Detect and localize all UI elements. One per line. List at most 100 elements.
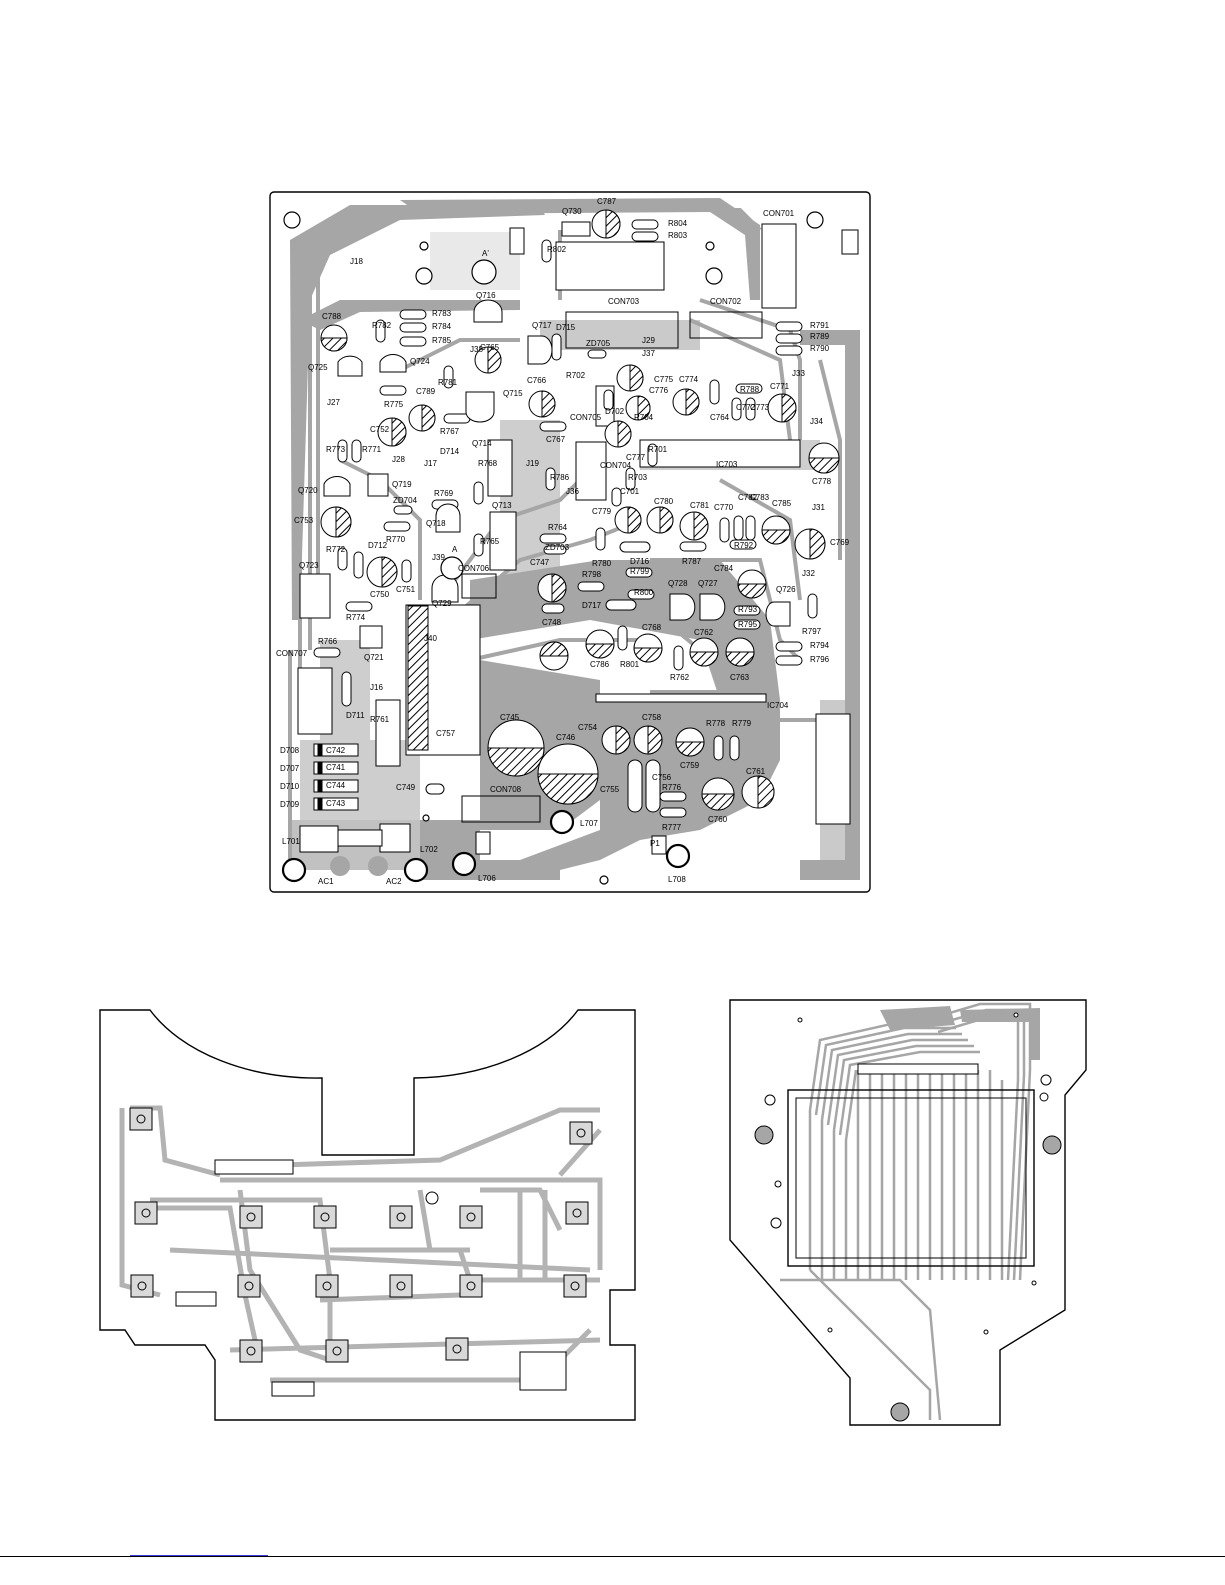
component-label: R795 (738, 620, 758, 629)
component-label: R804 (668, 219, 688, 228)
component-labels: Q730C787R804R803CON701R802J18A'Q716CON70… (276, 197, 850, 886)
component-label: C748 (542, 618, 562, 627)
component-label: R798 (582, 570, 602, 579)
component-label: C764 (710, 413, 730, 422)
component-label: R762 (670, 673, 690, 682)
transistor-symbols (323, 221, 791, 649)
component-label: C779 (592, 507, 612, 516)
component-label: C765 (480, 343, 500, 352)
component-label: Q717 (532, 321, 552, 330)
component-label: R774 (346, 613, 366, 622)
component-label: R704 (634, 413, 654, 422)
component-label: R787 (682, 557, 702, 566)
component-label: Q715 (503, 389, 523, 398)
component-label: R796 (810, 655, 830, 664)
component-label: C742 (326, 746, 346, 755)
component-label: R789 (810, 332, 830, 341)
component-label: C759 (680, 761, 700, 770)
component-label: R790 (810, 344, 830, 353)
component-label: R785 (432, 336, 452, 345)
component-label: C777 (626, 453, 646, 462)
component-label: C755 (600, 785, 620, 794)
component-label: C751 (396, 585, 416, 594)
component-label: D711 (346, 711, 365, 720)
component-label: C782 (738, 493, 758, 502)
component-label: R797 (802, 627, 822, 636)
component-label: J38 (470, 345, 483, 354)
component-label: C768 (642, 623, 662, 632)
component-label: R800 (634, 588, 654, 597)
component-label: C766 (527, 376, 547, 385)
component-label: R767 (440, 427, 460, 436)
component-label: ZD704 (393, 496, 418, 505)
component-label: AC2 (386, 877, 402, 886)
component-label: C780 (654, 497, 674, 506)
component-label: Q718 (426, 519, 446, 528)
component-label: R803 (668, 231, 688, 240)
component-label: C762 (694, 628, 714, 637)
component-label: ZD703 (545, 543, 570, 552)
component-label: CON702 (710, 297, 742, 306)
component-label: R766 (318, 637, 338, 646)
component-label: Q721 (364, 653, 384, 662)
component-label: C769 (830, 538, 850, 547)
component-label: R778 (706, 719, 726, 728)
component-label: J18 (350, 257, 363, 266)
lcd-copper (880, 1006, 1040, 1060)
component-label: D710 (280, 782, 300, 791)
component-label: C776 (649, 386, 669, 395)
component-label: J29 (642, 336, 655, 345)
mounting-holes (281, 211, 824, 885)
component-label: R761 (370, 715, 390, 724)
lcd-board-outline (729, 999, 1087, 1426)
component-label: R792 (734, 541, 754, 550)
component-label: J19 (526, 459, 539, 468)
switch-connectors (175, 1159, 567, 1397)
component-label: C785 (772, 499, 792, 508)
component-label: J37 (642, 349, 655, 358)
component-label: C784 (714, 564, 734, 573)
footer-link-underline[interactable] (130, 1555, 268, 1556)
switch-pcb-diagram (99, 1009, 636, 1421)
component-label: R794 (810, 641, 830, 650)
component-label: D707 (280, 764, 300, 773)
component-label: R799 (630, 567, 650, 576)
component-label: D715 (556, 323, 576, 332)
component-label: C789 (416, 387, 436, 396)
component-label: R773 (326, 445, 346, 454)
component-label: C744 (326, 781, 346, 790)
component-label: J31 (812, 503, 825, 512)
component-label: P1 (650, 839, 660, 848)
component-label: J34 (810, 417, 823, 426)
component-label: R786 (550, 473, 570, 482)
component-label: Q726 (776, 585, 796, 594)
component-label: C787 (597, 197, 617, 206)
component-label: C774 (679, 375, 699, 384)
component-label: L702 (420, 845, 438, 854)
component-label: J17 (424, 459, 437, 468)
component-label: J33 (792, 369, 805, 378)
component-label: ZD705 (586, 339, 611, 348)
component-label: C761 (746, 767, 766, 776)
component-label: IC703 (716, 460, 738, 469)
component-label: C701 (620, 487, 640, 496)
component-label: AC1 (318, 877, 334, 886)
component-label: Q723 (299, 561, 319, 570)
component-label: C747 (530, 558, 550, 567)
component-label: R772 (326, 545, 346, 554)
component-label: D708 (280, 746, 300, 755)
component-label: A' (482, 249, 489, 258)
switch-board-outline (99, 1009, 636, 1421)
component-label: C757 (436, 729, 456, 738)
component-label: J39 (432, 553, 445, 562)
component-label: R788 (740, 385, 760, 394)
component-label: R771 (362, 445, 382, 454)
component-label: R777 (662, 823, 682, 832)
component-label: CON704 (600, 461, 632, 470)
component-label: C745 (500, 713, 520, 722)
component-label: Q724 (410, 357, 430, 366)
component-label: Q716 (476, 291, 496, 300)
component-label: C741 (326, 763, 346, 772)
components (297, 223, 859, 855)
component-label: R791 (810, 321, 830, 330)
